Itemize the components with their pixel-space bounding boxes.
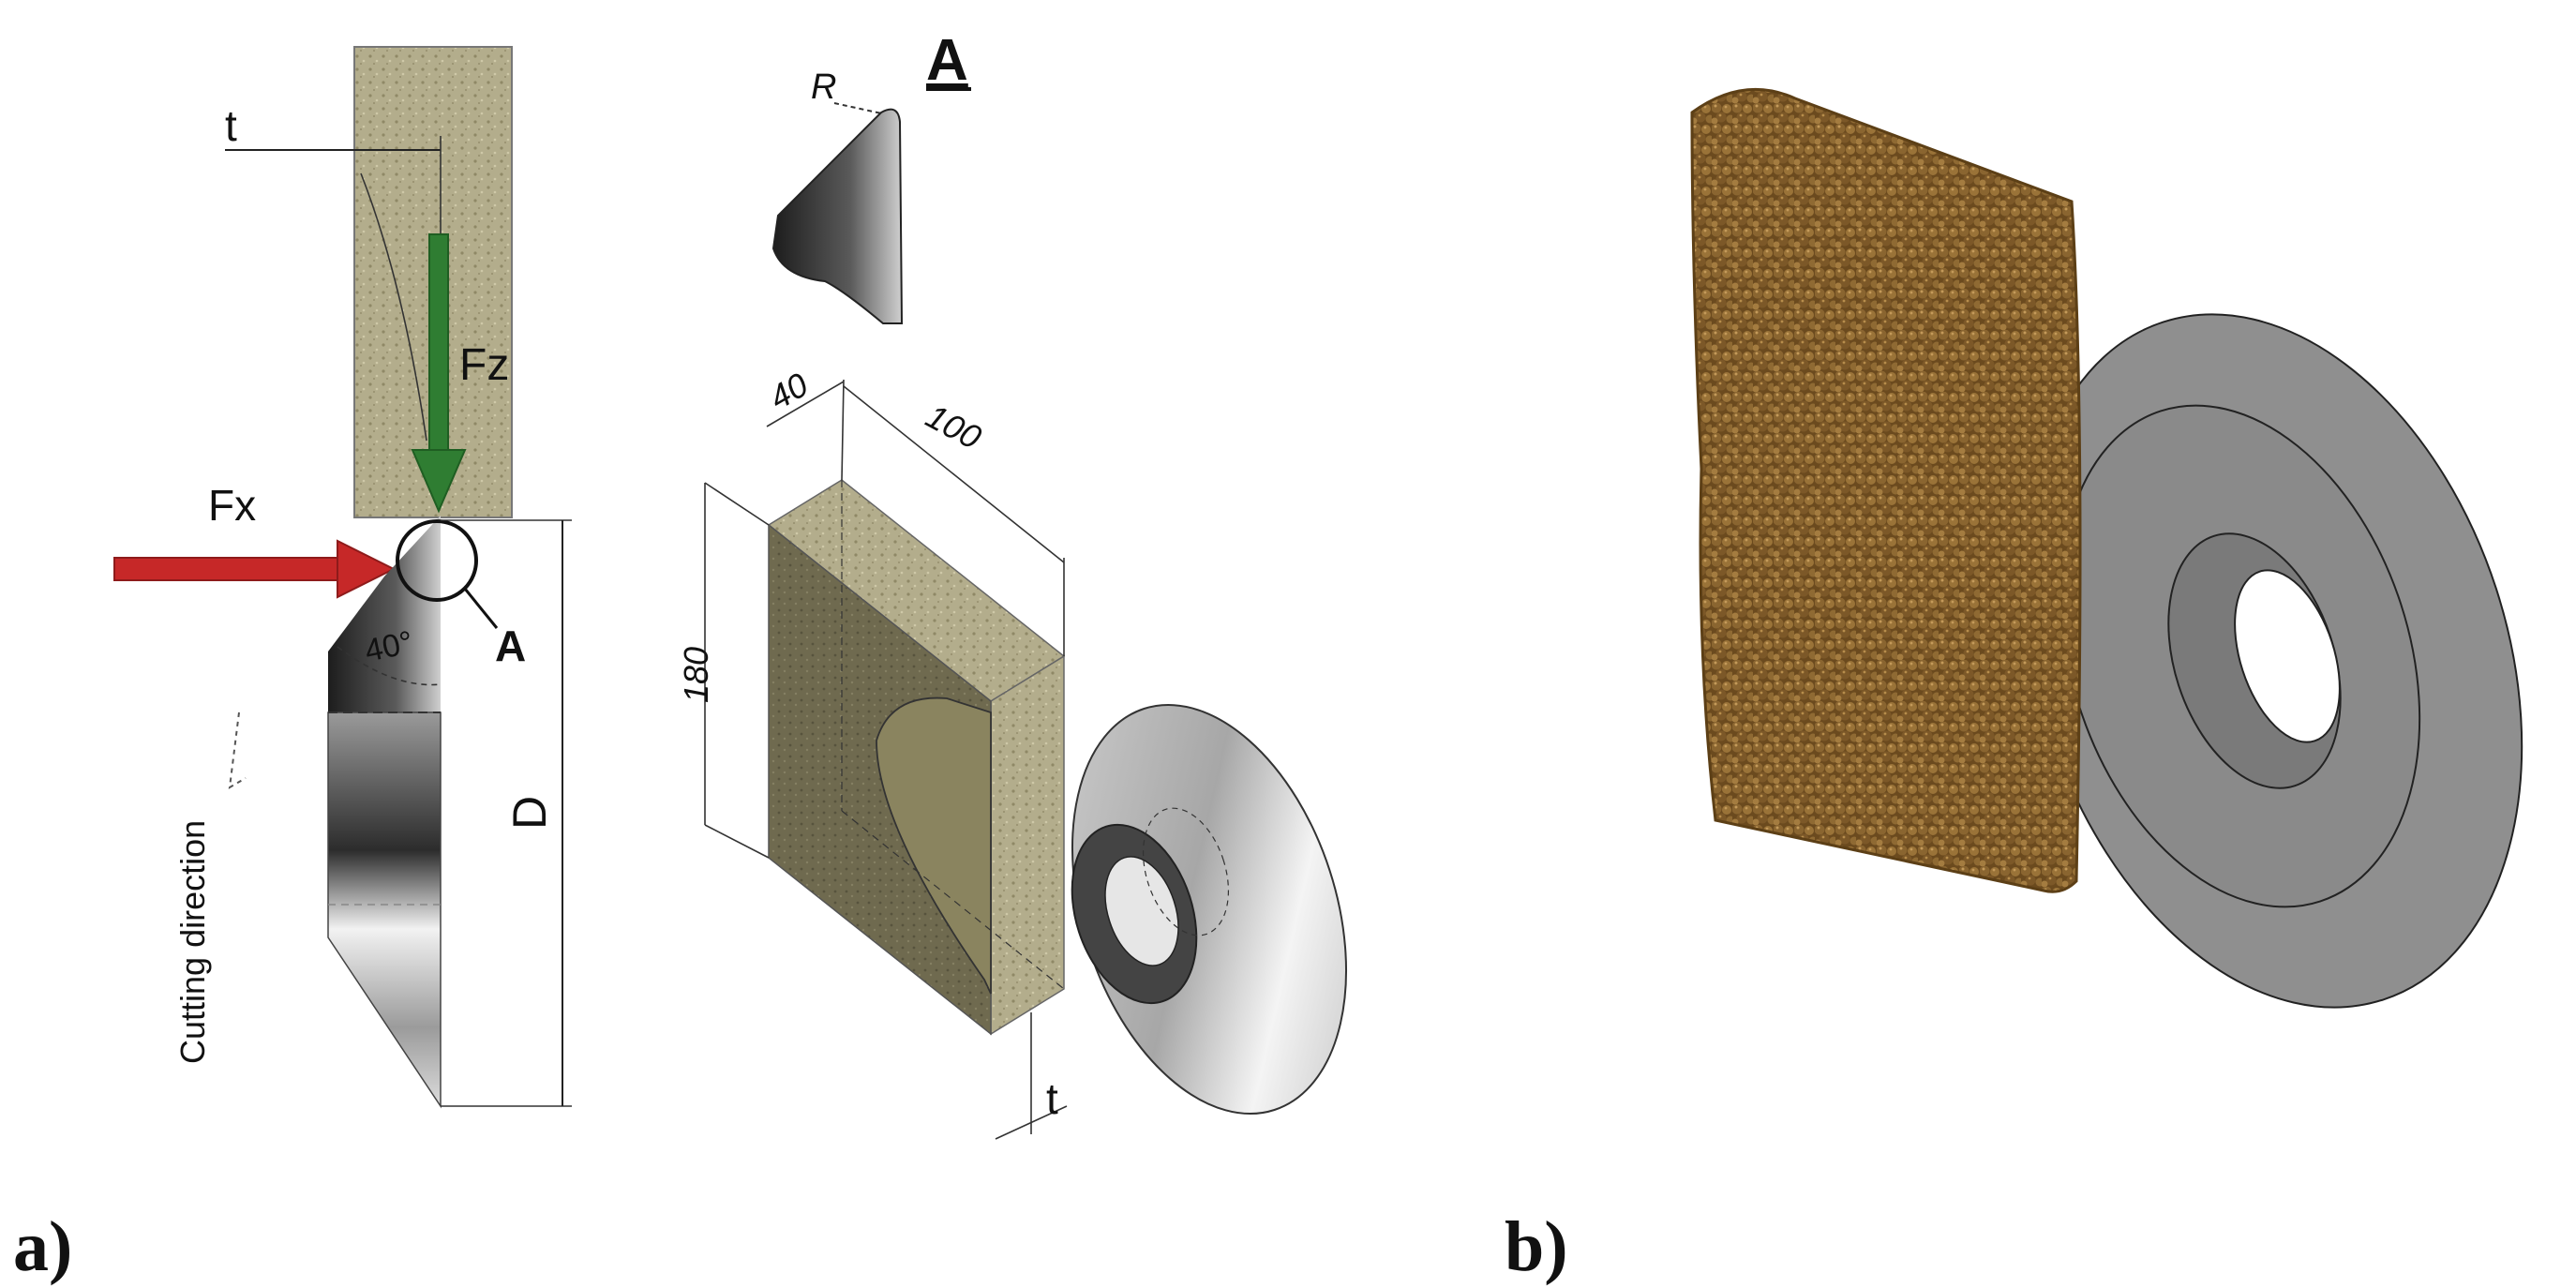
detail-circle-a: A <box>396 519 526 670</box>
label-dim-180: 180 <box>677 647 715 703</box>
dimension-40: 40 <box>763 365 845 481</box>
panel-a: t Fz Fx 40° A <box>113 46 572 1109</box>
detail-title: A <box>926 28 968 93</box>
label-dim-40: 40 <box>763 365 815 417</box>
disc-model <box>2023 313 2524 1009</box>
force-fz-arrow: Fz <box>411 233 509 514</box>
block-front-face <box>768 523 992 1036</box>
label-t-top: t <box>225 101 237 150</box>
dimension-180: 180 <box>677 482 770 859</box>
cutter-disc-profile <box>327 516 442 1109</box>
force-fx-arrow: Fx <box>113 481 397 599</box>
diameter-dimension: D <box>441 519 572 1107</box>
label-cutting-direction: Cutting direction <box>173 820 212 1064</box>
cutting-direction: Cutting direction <box>173 711 247 1064</box>
label-circle-a: A <box>495 622 526 670</box>
cutting-disc-3d <box>1071 703 1348 1116</box>
label-diameter: D <box>503 796 556 830</box>
dimension-t-bottom: t <box>995 1012 1068 1140</box>
detail-a: A R <box>771 28 971 324</box>
particle-soil-block <box>1690 87 2082 893</box>
label-radius: R <box>811 67 836 107</box>
panel-letter-b: b) <box>1505 1207 1568 1286</box>
panel-b <box>1690 87 2524 1009</box>
label-dim-100: 100 <box>920 397 987 457</box>
label-t-bottom: t <box>1046 1074 1058 1123</box>
label-fx: Fx <box>208 481 256 530</box>
disc-hole <box>2234 569 2341 743</box>
block-cavity <box>876 696 992 995</box>
panel-letter-a: a) <box>13 1207 72 1286</box>
detail-tip-shape <box>771 108 904 324</box>
block-right-face <box>990 654 1065 1036</box>
soil-block-3d: 40 100 180 t <box>677 365 1068 1140</box>
label-fz: Fz <box>459 340 509 390</box>
